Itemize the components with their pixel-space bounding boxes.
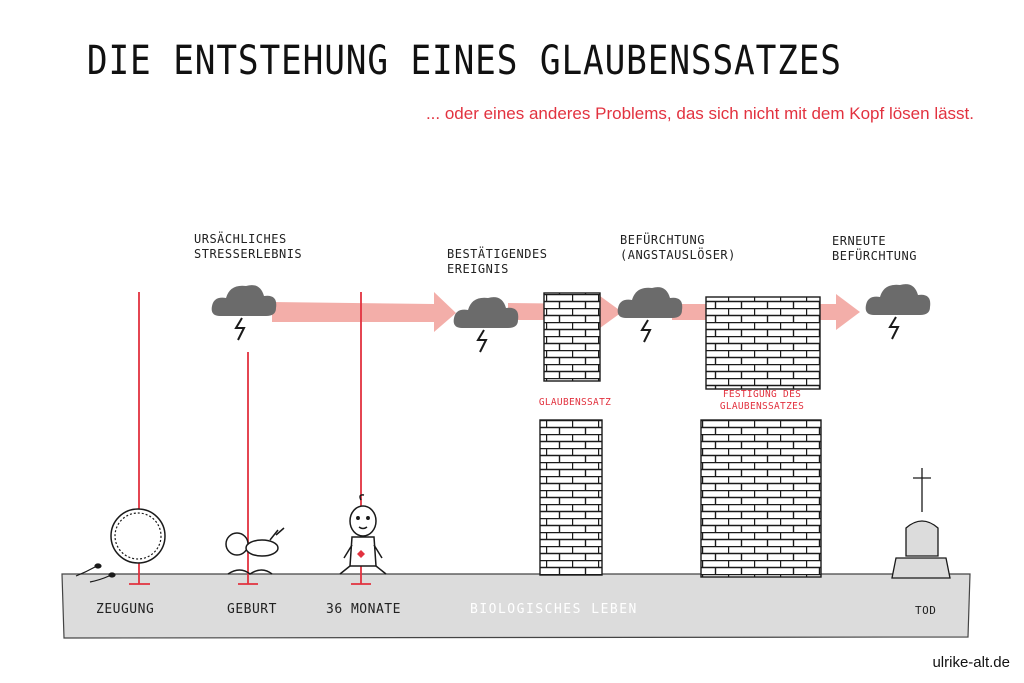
label-biological-life: BIOLOGISCHES LEBEN bbox=[470, 602, 638, 617]
label-death: TOD bbox=[915, 604, 937, 617]
brick-wall-belief bbox=[539, 292, 603, 576]
grave-icon bbox=[891, 468, 951, 579]
cloud-icon bbox=[864, 283, 932, 340]
cloud-icon bbox=[210, 284, 278, 341]
label-conception: ZEUGUNG bbox=[96, 602, 155, 617]
label-belief: GLAUBENSSATZ bbox=[538, 397, 612, 408]
ground-band bbox=[61, 573, 971, 639]
sperm-icon bbox=[75, 563, 116, 583]
site-credit: ulrike-alt.de bbox=[932, 654, 1010, 671]
label-birth: GEBURT bbox=[227, 602, 277, 617]
egg-cell-icon bbox=[110, 508, 166, 564]
label-renewed-fear: ERNEUTE BEFÜRCHTUNG bbox=[832, 234, 917, 263]
label-first-stress: URSÄCHLICHES STRESSERLEBNIS bbox=[194, 232, 303, 261]
label-confirming-event: BESTÄTIGENDES EREIGNIS bbox=[447, 247, 548, 276]
label-consolidation: FESTIGUNG DES GLAUBENSSATZES bbox=[719, 389, 805, 412]
label-fear: BEFÜRCHTUNG (ANGSTAUSLÖSER) bbox=[620, 233, 736, 262]
toddler-icon bbox=[339, 494, 387, 575]
newborn-icon bbox=[225, 527, 285, 575]
label-36-months: 36 MONATE bbox=[326, 602, 401, 617]
page-subtitle: ... oder eines anderes Problems, das sic… bbox=[425, 104, 974, 123]
cloud-icon bbox=[616, 286, 684, 343]
brick-wall-consolidation bbox=[700, 296, 822, 578]
page-title: DIE ENTSTEHUNG EINES GLAUBENSSATZES bbox=[86, 38, 842, 84]
